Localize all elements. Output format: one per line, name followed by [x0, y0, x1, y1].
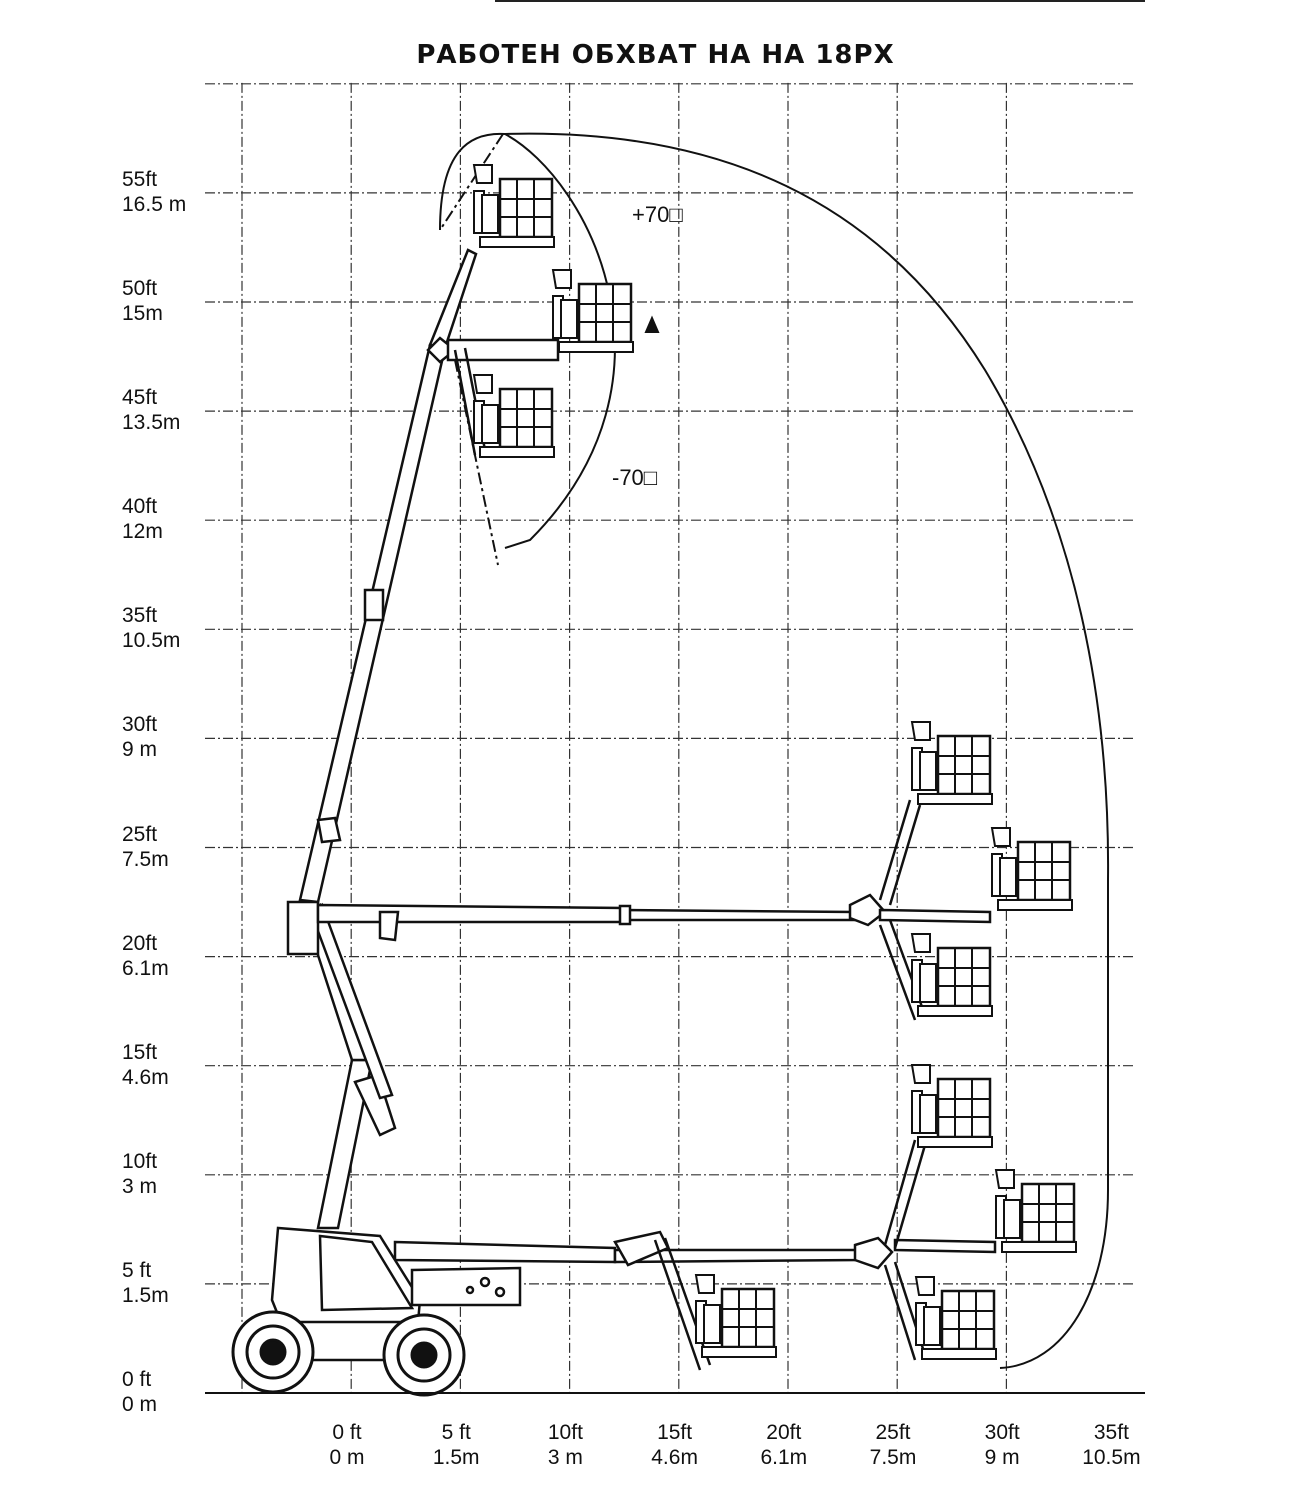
basket-mid-down — [910, 932, 994, 1018]
x-tick-feet: 30ft — [984, 1421, 1020, 1444]
y-tick-metres: 0 m — [122, 1393, 158, 1416]
x-tick-metres: 10.5m — [1082, 1446, 1141, 1469]
tower-head — [286, 900, 320, 956]
y-tick-feet: 5 ft — [122, 1258, 152, 1282]
top-rule — [495, 0, 1145, 2]
reach-envelope — [439, 132, 1110, 1369]
x-tick-feet: 35ft — [1093, 1421, 1129, 1444]
basket-upper-horizontal — [551, 268, 635, 354]
y-tick-metres: 9 m — [122, 738, 158, 762]
y-tick-feet: 45ft — [122, 386, 158, 410]
basket-low-horizontal — [994, 1168, 1078, 1254]
y-tick-metres: 4.6m — [122, 1065, 169, 1089]
y-tick-metres: 12m — [122, 520, 163, 544]
y-tick-feet: 35ft — [122, 604, 158, 628]
basket-mid-horizontal — [990, 826, 1074, 912]
basket-max-height — [472, 163, 556, 249]
y-tick-feet: 30ft — [122, 713, 158, 737]
jib-up-angle-label: +70□ — [632, 202, 683, 227]
y-tick-feet: 15ft — [122, 1040, 158, 1064]
x-tick-metres: 4.6m — [651, 1446, 698, 1469]
y-tick-metres: 1.5m — [122, 1283, 169, 1307]
x-tick-metres: 1.5m — [432, 1446, 480, 1469]
basket-low-down — [914, 1275, 998, 1361]
x-tick-feet: 5 ft — [441, 1421, 471, 1444]
basket-low-up — [910, 1063, 994, 1149]
y-tick-metres: 13.5m — [122, 411, 181, 435]
jib-arms — [453, 347, 927, 1371]
y-tick-metres: 3 m — [122, 1174, 158, 1198]
y-tick-feet: 50ft — [122, 277, 158, 300]
reach-envelope-curve — [439, 132, 1110, 1369]
main-boom-low — [393, 1230, 997, 1270]
y-tick-metres: 10.5m — [122, 629, 181, 653]
y-tick-feet: 25ft — [122, 822, 158, 846]
x-tick-feet: 15ft — [657, 1421, 693, 1444]
diagram-title: РАБОТЕН ОБХВАТ НА НА 18РХ — [416, 40, 895, 70]
basket-upper-down — [472, 373, 556, 459]
machine-chassis — [270, 1226, 522, 1362]
main-boom-vertical — [298, 248, 560, 904]
y-tick-metres: 16.5 m — [122, 192, 187, 216]
x-tick-feet: 10ft — [547, 1421, 583, 1444]
jib-down-angle-label: -70□ — [612, 465, 658, 490]
x-tick-metres: 9 m — [984, 1446, 1020, 1469]
x-tick-feet: 0 ft — [332, 1421, 362, 1444]
y-tick-metres: 6.1m — [122, 956, 169, 980]
baskets — [472, 163, 1078, 1361]
y-tick-metres: 15m — [122, 302, 163, 325]
x-tick-metres: 7.5m — [869, 1446, 917, 1469]
wheels — [231, 1310, 466, 1397]
lower-boom — [303, 902, 397, 1230]
y-tick-feet: 55ft — [122, 167, 158, 191]
x-tick-feet: 25ft — [875, 1421, 911, 1444]
y-tick-feet: 20ft — [122, 931, 158, 955]
main-boom-horizontal — [316, 893, 992, 942]
x-tick-metres: 3 m — [547, 1446, 583, 1469]
basket-ground-front — [694, 1273, 778, 1359]
x-tick-feet: 20ft — [766, 1421, 802, 1444]
x-tick-metres: 6.1m — [760, 1446, 808, 1469]
y-tick-feet: 0 ft — [122, 1368, 152, 1391]
y-tick-feet: 40ft — [122, 495, 158, 519]
x-tick-metres: 0 m — [329, 1446, 365, 1469]
y-tick-feet: 10ft — [122, 1149, 158, 1173]
y-tick-metres: 7.5m — [122, 847, 169, 871]
basket-mid-up — [910, 720, 994, 806]
